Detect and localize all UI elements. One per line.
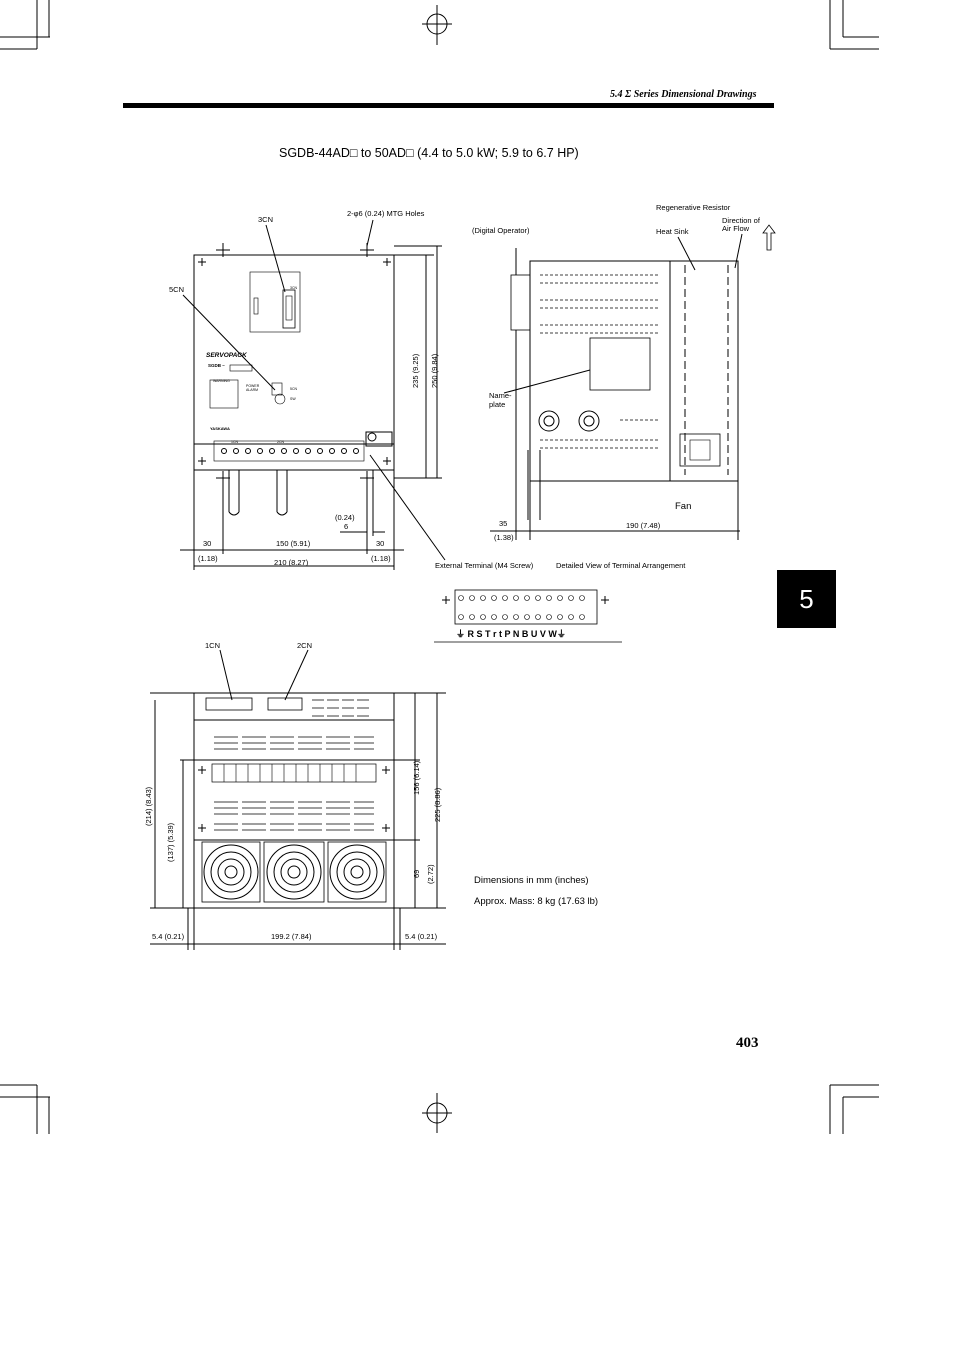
terminal-detail-screws <box>458 595 585 620</box>
label-1cn: 1CN <box>205 641 221 650</box>
label-digital-operator: (Digital Operator) <box>472 226 530 235</box>
servopack-logo: SERVOPACK <box>206 352 247 359</box>
ground-symbol-left: ⏚ <box>456 629 466 639</box>
label-3cn-small: 3CN <box>290 286 298 290</box>
dim-54-left: 5.4 (0.21) <box>152 932 185 941</box>
note-units: Dimensions in mm (inches) <box>474 875 589 886</box>
label-1cn-small: 1CN <box>231 440 239 444</box>
dim-190: 190 (7.48) <box>626 521 661 530</box>
dim-214: (214) (8.43) <box>144 786 153 826</box>
dim-6: 6 <box>344 522 349 531</box>
model-plate: SGDB – <box>208 363 225 368</box>
label-terminal-detail: Detailed View of Terminal Arrangement <box>556 561 686 570</box>
label-fan: Fan <box>675 501 692 512</box>
dim-225: 225 (8.86) <box>433 787 442 822</box>
bottom-vents <box>214 699 374 831</box>
dim-30-right: 30 <box>376 539 385 548</box>
dim-235: 235 (9.25) <box>411 353 420 388</box>
side-body <box>529 260 739 482</box>
dim-024: (0.24) <box>335 513 355 522</box>
dim-138: (1.38) <box>494 533 514 542</box>
terminal-arrangement: ⏚ R S T r t P N B U V W⏚ <box>456 627 566 640</box>
label-3cn: 3CN <box>258 215 274 224</box>
label-nameplate: Name- plate <box>489 391 512 409</box>
cooling-fans <box>201 841 387 903</box>
note-mass: Approx. Mass: 8 kg (17.63 lb) <box>474 896 599 907</box>
header-rule <box>123 103 774 108</box>
drawing-title: SGDB-44AD□ to 50AD□ (4.4 to 5.0 kW; 5.9 … <box>279 146 579 160</box>
dim-137: (137) (5.39) <box>166 822 175 862</box>
dim-118-right: (1.18) <box>371 554 391 563</box>
front-mount-holes <box>198 243 391 485</box>
label-5cn: 5CN <box>169 285 185 294</box>
bottom-body <box>193 692 395 909</box>
front-terminal-screws <box>221 448 359 454</box>
dim-54-right: 5.4 (0.21) <box>405 932 438 941</box>
dim-150: 150 (5.91) <box>276 539 311 548</box>
label-2cn-small: 2CN <box>277 440 285 444</box>
label-5cn-small: 5CN <box>290 387 298 391</box>
dim-272: (2.72) <box>426 864 435 884</box>
side-vent-slots <box>540 274 660 449</box>
label-heat-sink: Heat Sink <box>656 227 689 236</box>
dim-210: 210 (8.27) <box>274 558 309 567</box>
label-2cn: 2CN <box>297 641 313 650</box>
power-alarm-label: POWER ALARM <box>246 384 260 392</box>
bottom-mount-holes <box>198 766 390 832</box>
dim-1992: 199.2 (7.84) <box>271 932 312 941</box>
chapter-tab: 5 <box>777 570 836 628</box>
dim-250: 250 (9.84) <box>430 353 439 388</box>
bottom-terminal-block <box>223 764 357 782</box>
dim-35: 35 <box>499 519 508 528</box>
label-regen-resistor: Regenerative Resistor <box>656 203 731 212</box>
dim-156: 156 (6.14) <box>412 760 421 795</box>
dim-69: 69 <box>412 869 421 878</box>
dim-30-left: 30 <box>203 539 212 548</box>
terminal-detail-box <box>454 589 598 625</box>
label-mtg-holes: 2-φ6 (0.24) MTG Holes <box>347 209 425 218</box>
dim-118-left: (1.18) <box>198 554 218 563</box>
page-number: 403 <box>736 1035 759 1051</box>
label-sw: SW <box>290 397 296 401</box>
label-air-flow: Direction of Air Flow <box>722 216 760 233</box>
label-external-terminal: External Terminal (M4 Screw) <box>435 561 534 570</box>
section-header: 5.4 Σ Series Dimensional Drawings <box>610 89 757 100</box>
yaskawa-logo: YASKAWA <box>210 426 230 431</box>
warning-label: WARNING <box>213 379 230 383</box>
ground-symbol-right: ⏚ <box>556 629 566 639</box>
terminal-labels: R S T r t P N B U V W <box>467 629 557 639</box>
